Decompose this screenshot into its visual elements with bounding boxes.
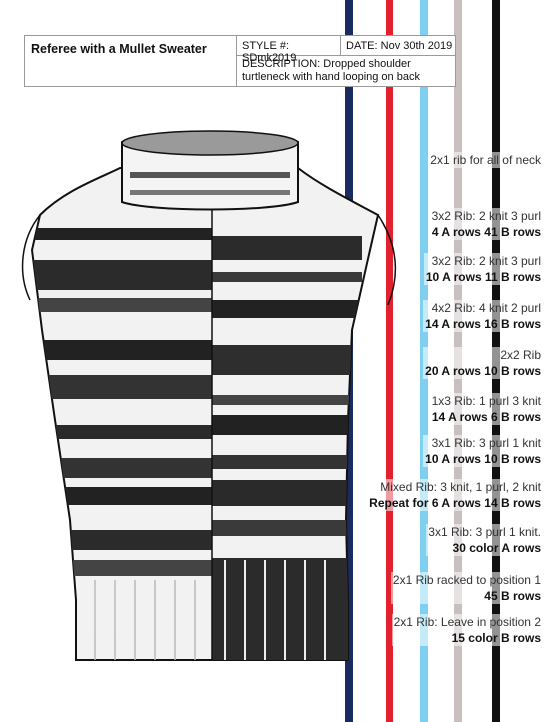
note-7: Mixed Rib: 3 knit, 1 purl, 2 knit Repeat… xyxy=(367,479,543,511)
note-rows: 20 A rows 10 B rows xyxy=(425,364,541,378)
note-rows: 30 color A rows xyxy=(452,541,541,555)
note-line: 1x3 Rib: 1 purl 3 knit xyxy=(431,394,541,408)
note-6: 3x1 Rib: 3 purl 1 knit 10 A rows 10 B ro… xyxy=(423,435,543,467)
description-line-1: DESCRIPTION: Dropped shoulder xyxy=(242,58,411,70)
spec-header-table: Referee with a Mullet Sweater STYLE #: S… xyxy=(24,35,456,87)
note-10: 2x1 Rib: Leave in position 2 15 color B … xyxy=(391,614,543,646)
note-rows: Repeat for 6 A rows 14 B rows xyxy=(369,496,541,510)
description-line-2: turtleneck with hand looping on back xyxy=(242,71,420,83)
note-line: 2x1 rib for all of neck xyxy=(430,153,541,167)
note-line: 3x2 Rib: 2 knit 3 purl xyxy=(431,254,541,268)
note-line: 2x2 Rib xyxy=(500,348,541,362)
note-rows: 15 color B rows xyxy=(451,631,541,645)
stripe-red xyxy=(386,0,393,722)
note-line: 2x1 Rib: Leave in position 2 xyxy=(393,615,541,629)
note-line: 2x1 Rib racked to position 1 xyxy=(392,573,541,587)
note-line: 3x1 Rib: 3 purl 1 knit xyxy=(431,436,541,450)
note-neck: 2x1 rib for all of neck xyxy=(428,152,543,168)
note-line: Mixed Rib: 3 knit, 1 purl, 2 knit xyxy=(380,480,541,494)
note-2: 3x2 Rib: 2 knit 3 purl 10 A rows 11 B ro… xyxy=(423,253,543,285)
note-rows: 10 A rows 11 B rows xyxy=(425,270,541,284)
note-8: 3x1 Rib: 3 purl 1 knit. 30 color A rows xyxy=(426,524,543,556)
note-line: 3x2 Rib: 2 knit 3 purl xyxy=(431,209,541,223)
note-rows: 4 A rows 41 B rows xyxy=(431,225,541,239)
spec-date: DATE: Nov 30th 2019 xyxy=(341,36,455,56)
note-line: 4x2 Rib: 4 knit 2 purl xyxy=(431,301,541,315)
note-rows: 14 A rows 6 B rows xyxy=(431,410,541,424)
note-3: 4x2 Rib: 4 knit 2 purl 14 A rows 16 B ro… xyxy=(423,300,543,332)
note-4: 2x2 Rib 20 A rows 10 B rows xyxy=(423,347,543,379)
note-rows: 10 A rows 10 B rows xyxy=(425,452,541,466)
note-rows: 45 B rows xyxy=(484,589,541,603)
style-number: STYLE #: SDmk2019 xyxy=(237,36,341,64)
note-5: 1x3 Rib: 1 purl 3 knit 14 A rows 6 B row… xyxy=(429,393,543,425)
note-rows: 14 A rows 16 B rows xyxy=(425,317,541,331)
garment-title: Referee with a Mullet Sweater xyxy=(25,36,237,86)
note-1: 3x2 Rib: 2 knit 3 purl 4 A rows 41 B row… xyxy=(429,208,543,240)
note-line: 3x1 Rib: 3 purl 1 knit. xyxy=(428,525,541,539)
note-9: 2x1 Rib racked to position 1 45 B rows xyxy=(390,572,543,604)
description: DESCRIPTION: Dropped shoulder turtleneck… xyxy=(237,56,455,86)
